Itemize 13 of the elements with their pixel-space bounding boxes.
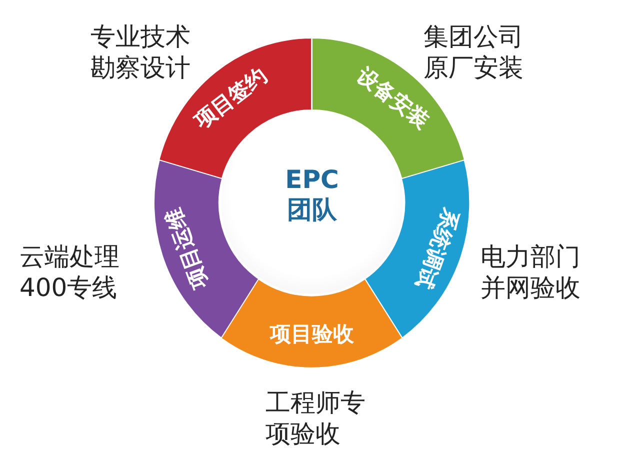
side-label: 专业技术勘察设计 xyxy=(90,20,192,83)
side-label: 云端处理400专线 xyxy=(20,240,120,303)
ring-segment xyxy=(221,279,403,368)
center-label: EPC团队 xyxy=(284,165,340,225)
ring-segment xyxy=(154,160,259,338)
ring-segment xyxy=(365,160,470,338)
segment-label: 项目签约 xyxy=(191,64,271,132)
segment-label: 系统调试 xyxy=(412,204,461,292)
side-label: 工程师专项验收 xyxy=(266,386,366,449)
side-label: 集团公司原厂安装 xyxy=(424,20,524,83)
segment-label: 项目验收 xyxy=(270,324,354,346)
segment-label: 项目运维 xyxy=(163,204,212,292)
side-label: 电力部门并网验收 xyxy=(480,240,582,303)
